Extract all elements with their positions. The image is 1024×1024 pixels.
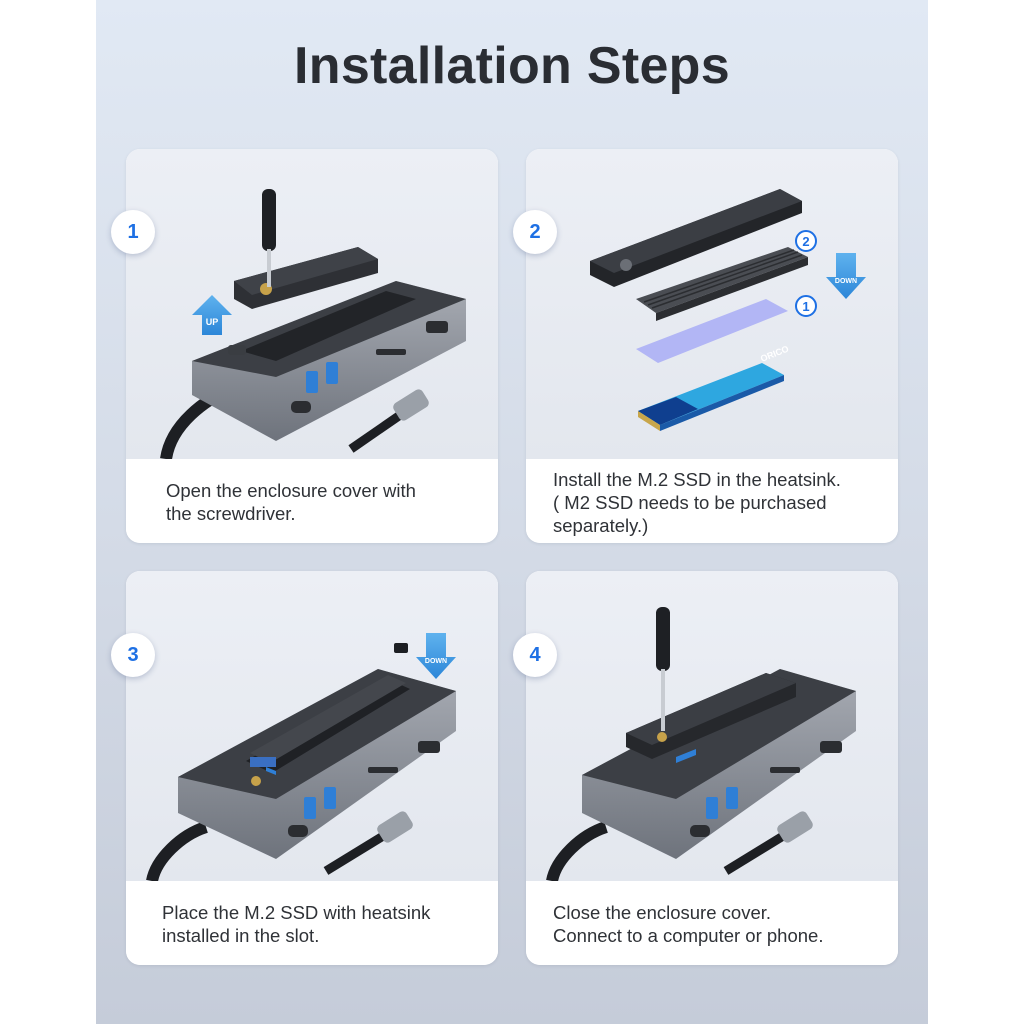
marker-two-icon: 2	[795, 230, 817, 252]
step-card-4: Close the enclosure cover. Connect to a …	[526, 571, 898, 965]
cover-plate	[590, 189, 802, 287]
down-arrow-icon: DOWN	[826, 253, 866, 299]
step-badge-2: 2	[513, 210, 557, 254]
step-2-illustration: ORICO 2 1 DOWN	[526, 149, 898, 459]
heatsink-in-slot	[246, 675, 410, 786]
ssd-brand-label: ORICO	[759, 344, 790, 364]
step-4-line-1: Close the enclosure cover.	[553, 902, 772, 923]
step-2-text: Install the M.2 SSD in the heatsink. ( M…	[553, 468, 874, 537]
enclosure-cover	[626, 673, 796, 763]
step-badge-1: 1	[111, 210, 155, 254]
step-2-caption: Install the M.2 SSD in the heatsink. ( M…	[526, 459, 898, 543]
step-card-3: DOWN Place the M.2 SSD with heatsink ins…	[126, 571, 498, 965]
marker-one-icon: 1	[795, 295, 817, 317]
step-badge-3: 3	[111, 633, 155, 677]
step-2-line-2: ( M2 SSD needs to be purchased	[553, 492, 827, 513]
svg-text:2: 2	[802, 234, 809, 249]
up-arrow-label: UP	[206, 317, 219, 327]
step-3-line-1: Place the M.2 SSD with heatsink	[162, 902, 431, 923]
step-4-caption: Close the enclosure cover. Connect to a …	[526, 881, 898, 965]
svg-text:1: 1	[802, 299, 809, 314]
step-2-line-1: Install the M.2 SSD in the heatsink.	[553, 469, 841, 490]
down-arrow-label: DOWN	[425, 658, 447, 665]
page-title: Installation Steps	[294, 37, 730, 95]
step-card-1: UP Open the enclosure cover with the scr…	[126, 149, 498, 543]
step-1-line-1: Open the enclosure cover with	[166, 480, 416, 501]
step-badge-4: 4	[513, 633, 557, 677]
step-card-2: ORICO 2 1 DOWN Install the M.2 SSD in th…	[526, 149, 898, 543]
hub-device	[178, 669, 456, 859]
step-4-line-2: Connect to a computer or phone.	[553, 925, 824, 946]
step-1-text: Open the enclosure cover with the screwd…	[166, 479, 474, 525]
clip-piece	[394, 643, 408, 653]
hub-device	[192, 281, 466, 441]
m2-ssd: ORICO	[638, 344, 790, 431]
step-2-line-3: separately.)	[553, 515, 649, 536]
step-1-caption: Open the enclosure cover with the screwd…	[126, 459, 498, 543]
step-3-line-2: installed in the slot.	[162, 925, 320, 946]
step-4-text: Close the enclosure cover. Connect to a …	[553, 901, 874, 947]
hub-device	[582, 669, 856, 859]
step-3-caption: Place the M.2 SSD with heatsink installe…	[126, 881, 498, 965]
step-4-illustration	[526, 571, 898, 881]
step-3-text: Place the M.2 SSD with heatsink installe…	[162, 901, 474, 947]
step-1-line-2: the screwdriver.	[166, 503, 296, 524]
down-arrow-icon: DOWN	[416, 633, 456, 679]
step-1-illustration: UP	[126, 149, 498, 459]
thermal-pad	[636, 299, 788, 363]
screwdriver-icon	[656, 607, 670, 731]
screwdriver-icon	[262, 189, 276, 287]
step-3-illustration: DOWN	[126, 571, 498, 881]
heatsink	[636, 247, 808, 321]
up-arrow-icon: UP	[192, 295, 232, 335]
down-arrow-label: DOWN	[835, 278, 857, 285]
